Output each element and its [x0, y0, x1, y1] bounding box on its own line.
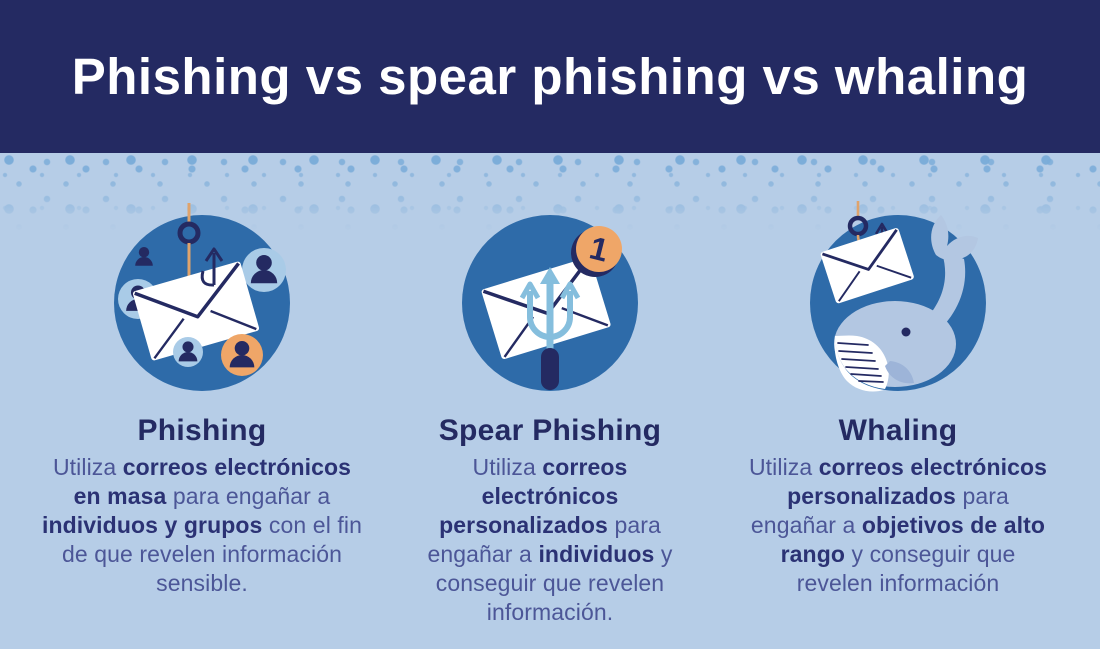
heading-whaling: Whaling [838, 414, 958, 447]
heading-phishing: Phishing [137, 414, 267, 447]
heading-spear-phishing: Spear Phishing [438, 414, 662, 447]
columns-container: Phishing Utiliza correos electrónicos en… [0, 153, 1100, 627]
column-spear-phishing: 1 Spear Phishing Utiliza correos electró… [376, 153, 724, 627]
whaling-icon [798, 193, 998, 403]
whale-illustration [834, 215, 978, 392]
header-banner: Phishing vs spear phishing vs whaling [0, 0, 1100, 153]
phishing-icon [102, 193, 302, 403]
column-phishing: Phishing Utiliza correos electrónicos en… [28, 153, 376, 627]
description-whaling: Utiliza correos electrónicos personaliza… [748, 454, 1048, 596]
description-phishing: Utiliza correos electrónicos en masa par… [42, 454, 362, 596]
column-whaling: Whaling Utiliza correos electrónicos per… [724, 153, 1072, 627]
spear-phishing-icon: 1 [450, 193, 650, 403]
page-title: Phishing vs spear phishing vs whaling [71, 48, 1029, 105]
description-spear-phishing: Utiliza correos electrónicos personaliza… [427, 454, 673, 625]
